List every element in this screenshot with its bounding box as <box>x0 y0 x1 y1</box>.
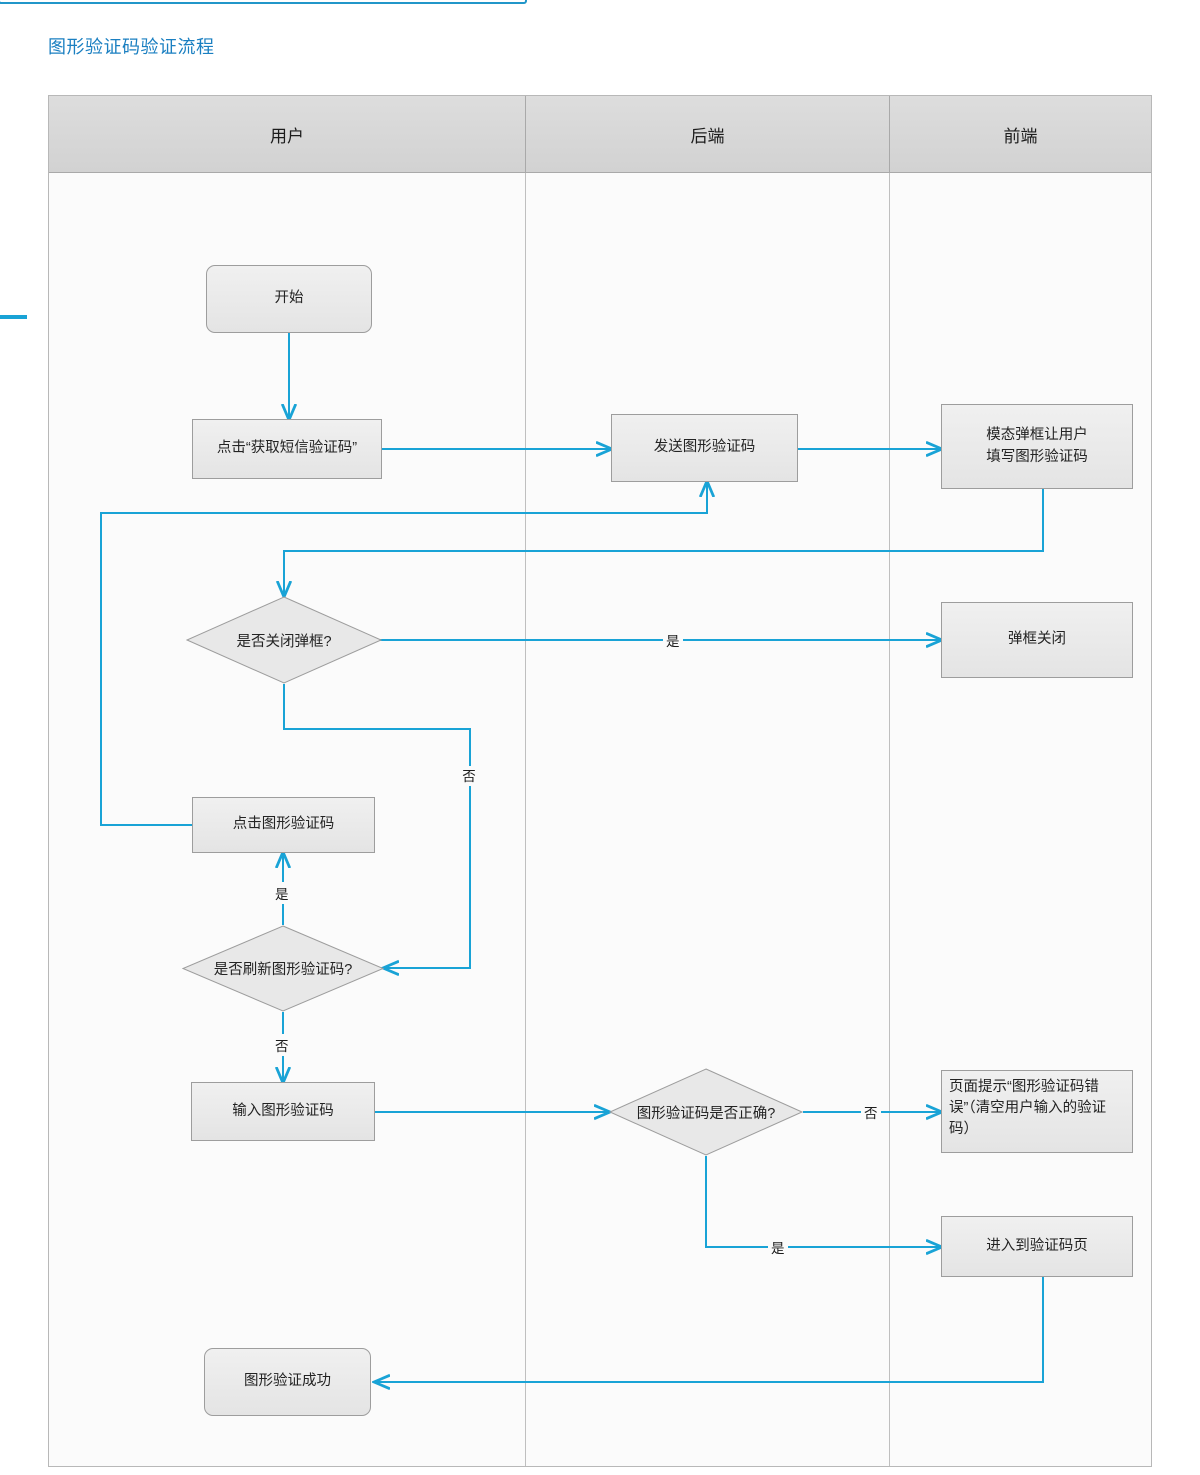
node-input-captcha[interactable]: 输入图形验证码 <box>191 1082 375 1141</box>
node-close-modal-question[interactable]: 是否关闭弹框? <box>186 596 382 684</box>
diamond-shape <box>609 1068 803 1156</box>
node-click-sms-code[interactable]: 点击“获取短信验证码” <box>192 419 382 479</box>
node-start[interactable]: 开始 <box>206 265 372 333</box>
diamond-shape <box>182 925 384 1012</box>
lane-column-frontend <box>889 173 1151 1466</box>
node-modal-prompt-line1: 模态弹框让用户填写图形验证码 <box>986 427 1088 465</box>
edge-label-refresh-yes: 是 <box>272 882 292 904</box>
node-error-tip[interactable]: 页面提示“图形验证码错误”（清空用户输入的验证码） <box>941 1070 1133 1153</box>
edge-label-correct-no: 否 <box>861 1101 881 1123</box>
page-title: 图形验证码验证流程 <box>48 37 215 57</box>
lane-header-backend: 后端 <box>525 96 889 172</box>
edge-label-correct-yes: 是 <box>768 1236 788 1258</box>
edge-label-close-yes: 是 <box>663 629 683 651</box>
node-captcha-success[interactable]: 图形验证成功 <box>204 1348 371 1416</box>
node-modal-closed[interactable]: 弹框关闭 <box>941 602 1133 678</box>
lane-column-backend <box>525 173 889 1466</box>
clipped-left-marker <box>0 315 27 319</box>
node-enter-sms-page[interactable]: 进入到验证码页 <box>941 1216 1133 1277</box>
node-send-captcha[interactable]: 发送图形验证码 <box>611 414 798 482</box>
edge-label-close-no: 否 <box>456 766 478 786</box>
lane-header-user: 用户 <box>270 126 304 146</box>
swimlane-header: 用户 后端 前端 <box>49 96 1151 173</box>
edge-label-refresh-no: 否 <box>272 1034 292 1056</box>
node-click-captcha-image[interactable]: 点击图形验证码 <box>192 797 375 853</box>
node-refresh-question-label: 是否刷新图形验证码? <box>213 962 353 978</box>
node-captcha-correct-question-label: 图形验证码是否正确? <box>636 1105 776 1122</box>
lane-header-frontend: 前端 <box>889 96 1151 172</box>
node-captcha-correct-question[interactable]: 图形验证码是否正确? <box>609 1068 803 1156</box>
node-close-modal-question-label: 是否关闭弹框? <box>236 633 332 650</box>
clipped-top-panel <box>0 0 527 4</box>
node-refresh-question[interactable]: 是否刷新图形验证码? <box>182 925 384 1012</box>
node-modal-prompt[interactable]: 模态弹框让用户填写图形验证码 <box>941 404 1133 489</box>
diamond-shape <box>186 596 382 684</box>
node-error-tip-label: 页面提示“图形验证码错误”（清空用户输入的验证码） <box>949 1079 1107 1138</box>
